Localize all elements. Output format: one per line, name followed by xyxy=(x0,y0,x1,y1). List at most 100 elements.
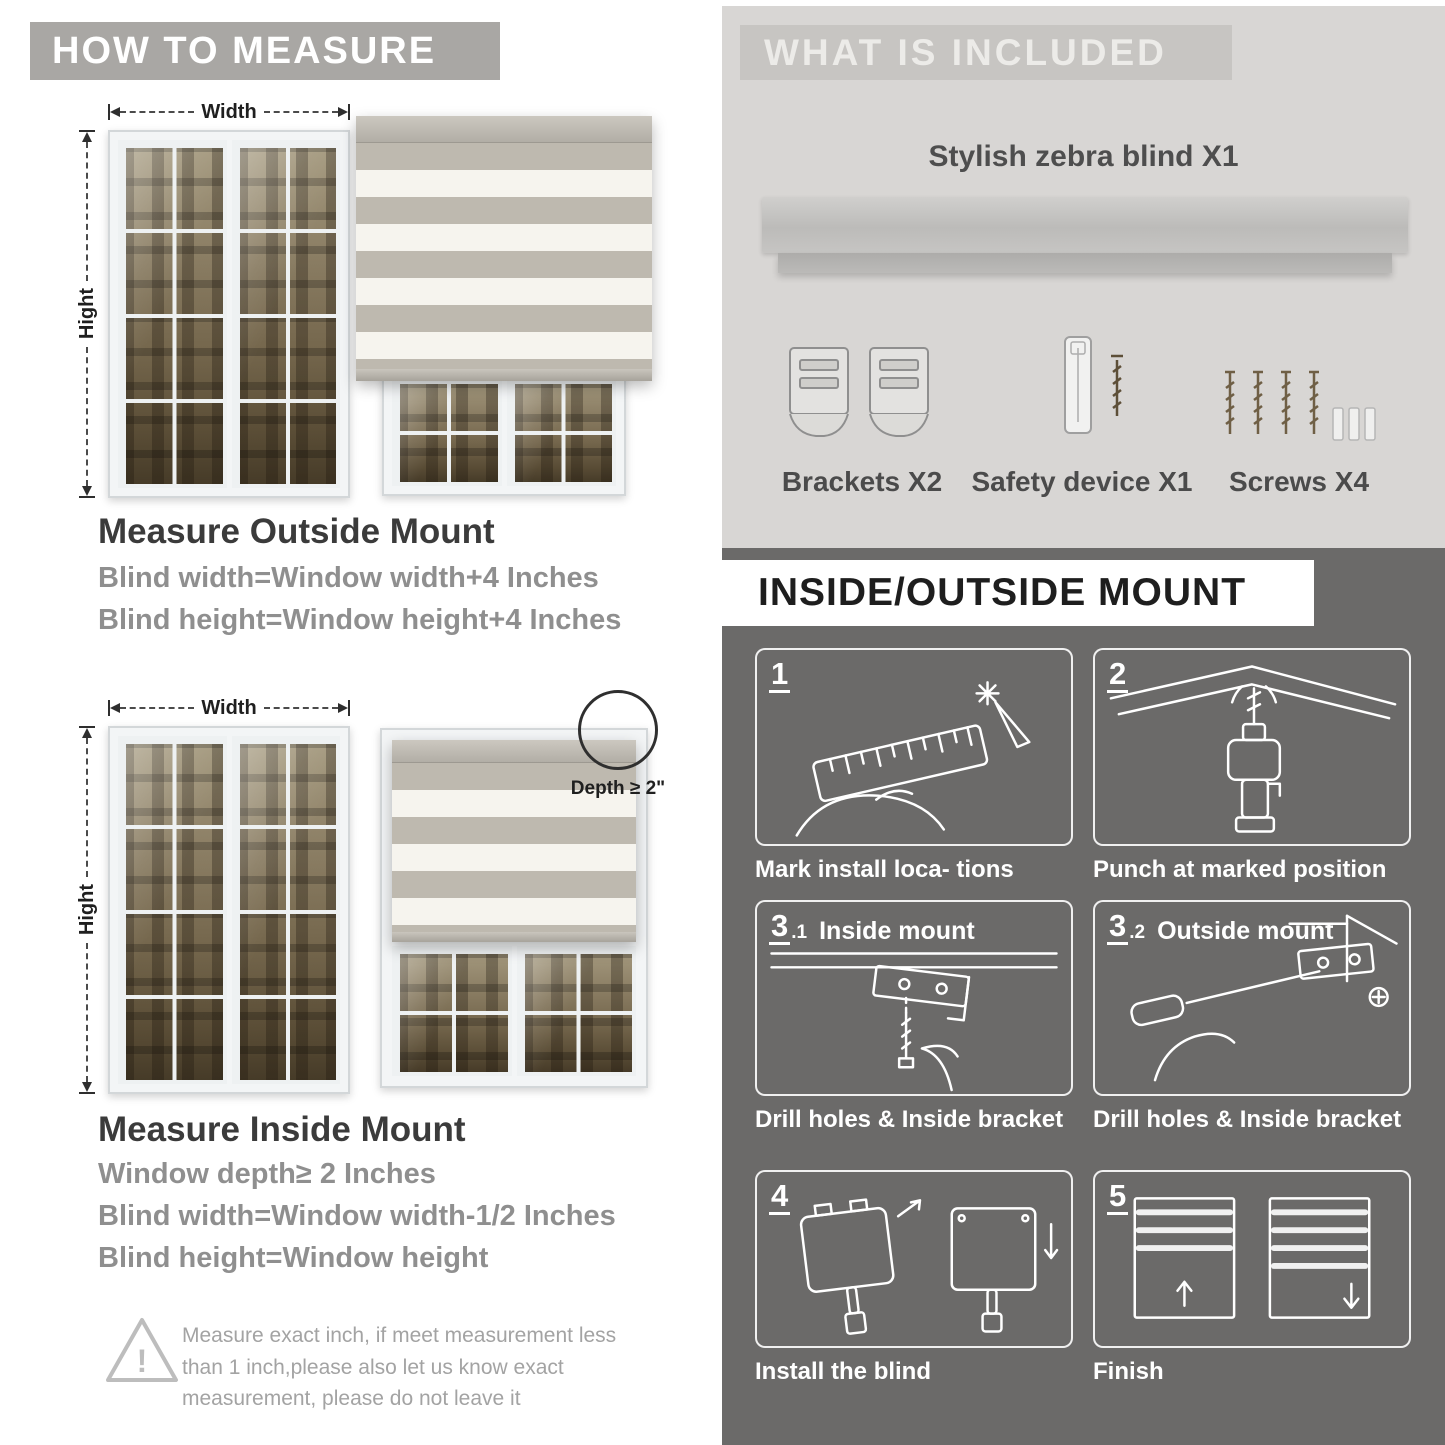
window-photo xyxy=(108,130,350,498)
finish-illustration xyxy=(1133,1197,1371,1319)
blind-bottom-rail xyxy=(356,369,652,381)
step-number: 1 xyxy=(769,656,791,693)
window-sash xyxy=(118,736,227,1084)
inside-mount-blind-figure xyxy=(380,728,648,1088)
arrow-endbar xyxy=(79,130,95,132)
arrow-endbar xyxy=(348,104,351,120)
arrow-shaft xyxy=(86,738,88,878)
window-photo xyxy=(108,726,350,1094)
step-caption: Mark install loca- tions xyxy=(755,856,1014,883)
step-subnumber: .1 xyxy=(791,922,808,944)
blind-bottom-rail xyxy=(392,931,636,942)
warning-exclamation: ! xyxy=(137,1343,148,1379)
step-caption: Install the blind xyxy=(755,1358,932,1385)
step-number: 4 xyxy=(769,1178,791,1215)
arrow-endbar xyxy=(348,700,351,716)
product-cassette-valance xyxy=(778,253,1392,273)
brackets-label: Brackets X2 xyxy=(781,466,943,497)
inside-mount-line2: Blind width=Window width-1/2 Inches xyxy=(98,1200,616,1232)
step-3-2: 3.2 Outside mount Drill holes & Inside br… xyxy=(1093,900,1411,1134)
arrow-endbar xyxy=(79,1092,95,1094)
inside-mount-title: Measure Inside Mount xyxy=(98,1110,466,1149)
arrowhead-down-icon xyxy=(82,1082,92,1092)
outside-mount-window-figure: Width Hight xyxy=(72,100,351,498)
arrow-shaft xyxy=(86,346,88,486)
outside-bracket-illustration xyxy=(1130,914,1398,1082)
what-is-included-header: WHAT IS INCLUDED xyxy=(740,25,1232,80)
arrowhead-left-icon xyxy=(110,703,120,713)
arrow-endbar xyxy=(108,700,110,716)
arrow-shaft xyxy=(86,142,88,282)
zebra-blind xyxy=(356,116,652,381)
arrowhead-down-icon xyxy=(82,486,92,496)
blind-cassette xyxy=(392,740,636,763)
step-label: Inside mount xyxy=(819,916,975,945)
outside-mount-title: Measure Outside Mount xyxy=(98,512,495,551)
height-label: Hight xyxy=(75,288,98,340)
safety-device-label: Safety device X1 xyxy=(971,466,1193,497)
outside-mount-line1: Blind width=Window width+4 Inches xyxy=(98,562,599,594)
included-section xyxy=(722,6,1445,548)
arrowhead-up-icon xyxy=(82,728,92,738)
step-number: 2 xyxy=(1107,656,1129,693)
drill-illustration xyxy=(1109,665,1397,833)
arrow-shaft xyxy=(263,707,339,709)
step-1: 1 Mark install loca- tions xyxy=(755,648,1073,884)
arrow-shaft xyxy=(120,707,195,709)
step-5: 5 Finish xyxy=(1093,1170,1411,1386)
brackets-icon xyxy=(785,342,937,450)
how-to-measure-header: HOW TO MEASURE xyxy=(30,22,500,80)
width-arrow: Width xyxy=(108,696,351,720)
blind-stripes xyxy=(356,143,652,369)
screws-icon xyxy=(1215,368,1385,454)
height-arrow: Hight xyxy=(72,130,102,498)
arrowhead-right-icon xyxy=(338,703,349,713)
arrow-endbar xyxy=(79,496,95,498)
inside-mount-line1: Window depth≥ 2 Inches xyxy=(98,1158,436,1190)
window-sash xyxy=(231,140,340,488)
height-arrow: Hight xyxy=(72,726,102,1094)
arrow-shaft xyxy=(263,111,339,113)
arrowhead-up-icon xyxy=(82,132,92,142)
blind-cassette xyxy=(356,116,652,143)
step-number: 5 xyxy=(1107,1178,1129,1215)
arrow-endbar xyxy=(79,726,95,728)
inside-mount-window-figure: Width Hight xyxy=(72,696,351,1094)
inside-bracket-illustration xyxy=(770,952,1058,1092)
window-sash xyxy=(506,376,616,486)
window-sash xyxy=(118,140,227,488)
arrowhead-right-icon xyxy=(338,107,349,117)
step-caption: Finish xyxy=(1093,1358,1164,1385)
zebra-blind xyxy=(392,740,636,942)
install-blind-illustration xyxy=(799,1198,1059,1335)
arrow-shaft xyxy=(120,111,195,113)
outside-mount-blind-figure xyxy=(356,116,652,496)
arrow-endbar xyxy=(108,104,110,120)
safety-device-icon xyxy=(1045,332,1145,454)
step-4: 4 Install the blind xyxy=(755,1170,1073,1386)
mark-location-illustration xyxy=(795,681,1031,837)
included-blind-title: Stylish zebra blind X1 xyxy=(928,140,1239,173)
warning-text: Measure exact inch, if meet measurement … xyxy=(182,1324,617,1410)
window-sash xyxy=(516,945,636,1076)
depth-label: Depth ≥ 2" xyxy=(570,778,666,799)
step-number: 3 xyxy=(1107,908,1129,945)
step-caption: Drill holes & Inside bracket xyxy=(755,1106,1064,1133)
screws-label: Screws X4 xyxy=(1228,466,1370,497)
window-sash xyxy=(392,945,512,1076)
height-label: Hight xyxy=(75,884,98,936)
width-label: Width xyxy=(201,696,257,719)
step-subnumber: .2 xyxy=(1129,922,1146,944)
inside-mount-line3: Blind height=Window height xyxy=(98,1242,489,1274)
arrow-shaft xyxy=(86,942,88,1082)
step-caption: Drill holes & Inside bracket xyxy=(1093,1106,1402,1133)
window-behind-blind xyxy=(382,366,626,496)
arrowhead-left-icon xyxy=(110,107,120,117)
outside-mount-line2: Blind height=Window height+4 Inches xyxy=(98,604,622,636)
inside-outside-mount-header: INSIDE/OUTSIDE MOUNT xyxy=(722,560,1314,626)
step-caption: Punch at marked position xyxy=(1093,856,1387,883)
product-cassette-image xyxy=(762,197,1408,253)
width-arrow: Width xyxy=(108,100,351,124)
step-label: Outside mount xyxy=(1157,916,1334,945)
